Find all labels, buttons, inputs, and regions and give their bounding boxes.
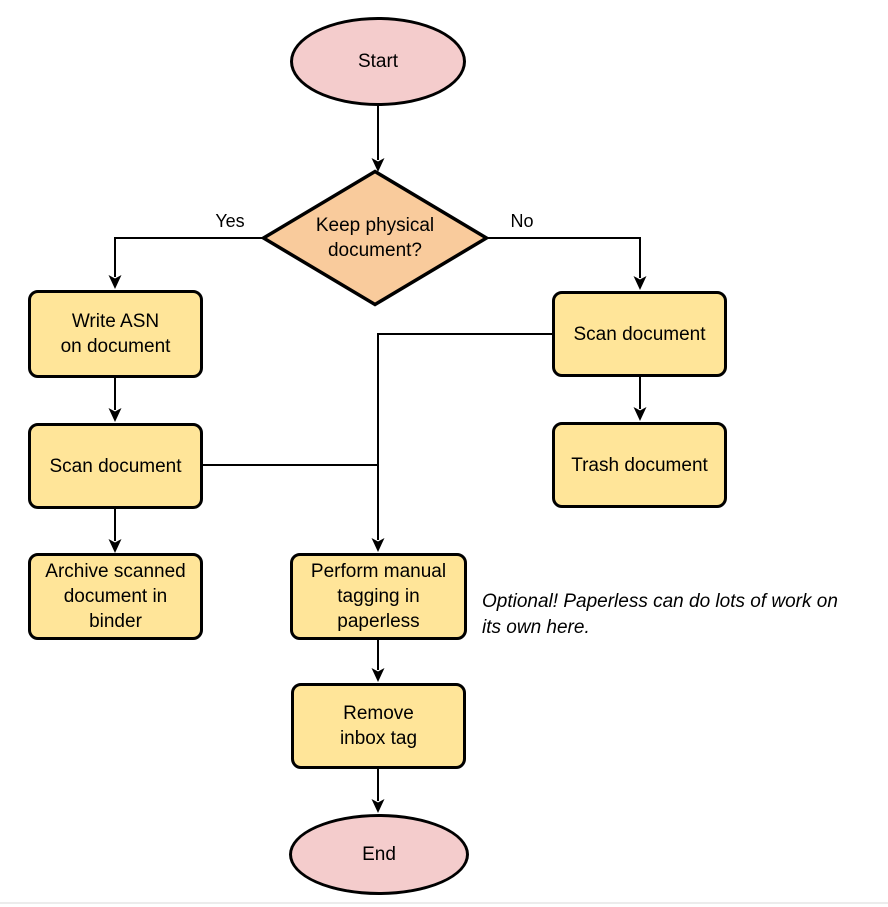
start-node: Start xyxy=(290,17,466,106)
optional-annotation: Optional! Paperless can do lots of work … xyxy=(482,591,838,638)
page-divider-line xyxy=(0,902,888,904)
end-label: End xyxy=(362,844,396,865)
edge-scanright-to-tagging xyxy=(377,333,553,540)
write-asn-label: Write ASN on document xyxy=(60,311,171,357)
edge-decision-yes xyxy=(114,237,264,277)
decision-diamond-polygon xyxy=(261,169,489,307)
decision-label: Keep physical document? xyxy=(315,215,435,261)
scan-document-right-node: Scan document xyxy=(552,291,727,377)
start-label: Start xyxy=(357,51,399,72)
arrowhead-archive xyxy=(108,539,122,553)
edge-decision-no xyxy=(488,237,641,278)
decision-diamond-shape xyxy=(261,169,489,307)
arrowhead-tagging xyxy=(371,538,385,552)
manual-tagging-label: Perform manual tagging in paperless xyxy=(310,561,447,632)
decision-node: Keep physical document? xyxy=(261,169,489,307)
arrowhead-end xyxy=(371,799,385,813)
trash-document-label: Trash document xyxy=(571,454,708,476)
scan-document-left-label: Scan document xyxy=(49,455,182,477)
write-asn-node: Write ASN on document xyxy=(28,290,203,378)
arrowhead-trash xyxy=(633,407,647,421)
arrowhead-scan-left xyxy=(108,408,122,422)
arrowhead-remove-inbox xyxy=(371,668,385,682)
arrowhead-write-asn xyxy=(108,275,122,289)
scan-document-right-label: Scan document xyxy=(573,323,706,345)
trash-document-node: Trash document xyxy=(552,422,727,508)
archive-node: Archive scanned document in binder xyxy=(28,553,203,640)
edge-label-yes: Yes xyxy=(203,211,257,231)
end-node: End xyxy=(289,814,469,895)
scan-document-left-node: Scan document xyxy=(28,423,203,509)
remove-inbox-tag-node: Remove inbox tag xyxy=(291,683,466,769)
archive-label: Archive scanned document in binder xyxy=(45,561,186,632)
edge-label-no: No xyxy=(495,211,549,231)
manual-tagging-node: Perform manual tagging in paperless xyxy=(290,553,467,640)
arrowhead-scan-right xyxy=(633,276,647,290)
remove-inbox-tag-label: Remove inbox tag xyxy=(339,703,418,749)
